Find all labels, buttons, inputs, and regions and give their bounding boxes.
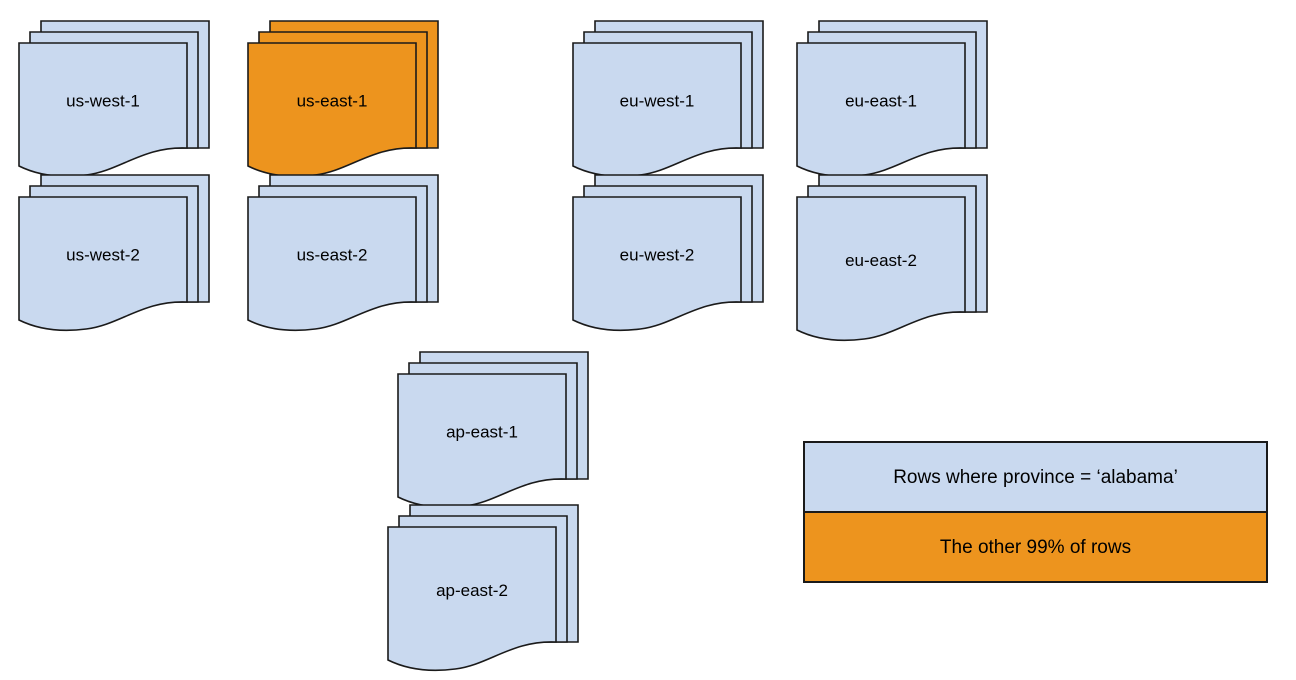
- shard-front-sheet: [387, 526, 557, 672]
- legend-label: The other 99% of rows: [940, 537, 1131, 558]
- shard-front-sheet: [247, 196, 417, 332]
- shard-label: us-west-1: [66, 91, 140, 110]
- shard-front-sheet: [18, 196, 188, 332]
- shard-stack-us-west-2[interactable]: us-west-2: [18, 174, 210, 332]
- shard-stack-ap-east-2[interactable]: ap-east-2: [387, 504, 579, 672]
- shard-front-sheet: [572, 196, 742, 332]
- legend-row: Rows where province = ‘alabama’: [803, 441, 1268, 513]
- shard-label: eu-west-1: [620, 91, 695, 110]
- shard-stack-eu-west-2[interactable]: eu-west-2: [572, 174, 764, 332]
- shard-front-sheet: [796, 196, 966, 342]
- shard-stack-us-west-1[interactable]: us-west-1: [18, 20, 210, 178]
- shard-label: us-east-1: [297, 91, 368, 110]
- shard-label: eu-east-2: [845, 251, 917, 270]
- shard-stack-us-east-2[interactable]: us-east-2: [247, 174, 439, 332]
- shard-label: ap-east-1: [446, 422, 518, 441]
- shard-stack-ap-east-1[interactable]: ap-east-1: [397, 351, 589, 509]
- shard-label: eu-east-1: [845, 91, 917, 110]
- shard-group: us-west-1 us-east-1 eu-west-1 eu-east-1 us-w…: [18, 20, 988, 672]
- legend-swatch: [803, 441, 1268, 513]
- legend-group: Rows where province = ‘alabama’ The other…: [803, 441, 1268, 583]
- legend-label: Rows where province = ‘alabama’: [893, 467, 1178, 488]
- shard-stack-eu-west-1[interactable]: eu-west-1: [572, 20, 764, 178]
- shard-label: ap-east-2: [436, 581, 508, 600]
- shard-label: us-east-2: [297, 245, 368, 264]
- legend-row: The other 99% of rows: [803, 511, 1268, 583]
- shard-label: eu-west-2: [620, 245, 695, 264]
- shard-label: us-west-2: [66, 245, 140, 264]
- shard-stack-us-east-1[interactable]: us-east-1: [247, 20, 439, 178]
- shard-stack-eu-east-1[interactable]: eu-east-1: [796, 20, 988, 178]
- legend-swatch: [803, 511, 1268, 583]
- shard-stack-eu-east-2[interactable]: eu-east-2: [796, 174, 988, 342]
